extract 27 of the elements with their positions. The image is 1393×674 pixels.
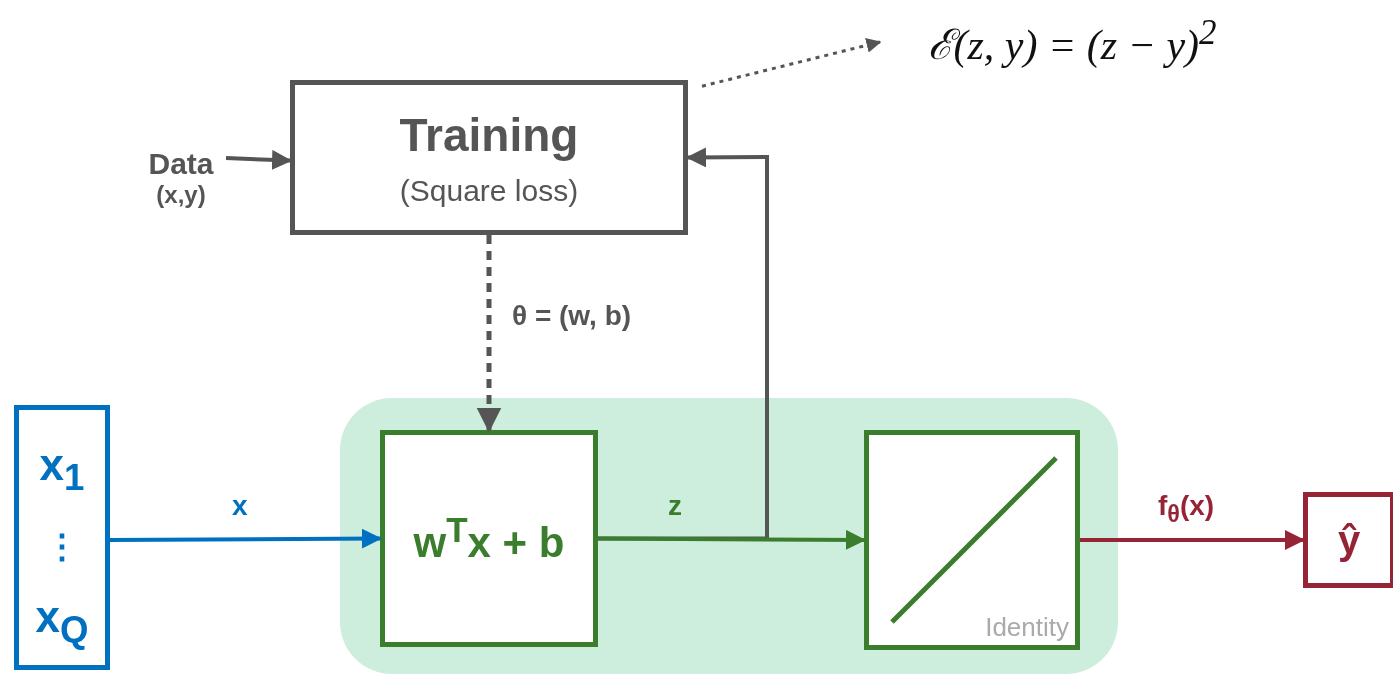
data-label: Data <box>148 147 214 181</box>
process-box <box>290 80 688 235</box>
edge-label: x <box>232 490 248 522</box>
output-box <box>1303 492 1393 588</box>
box-title: Training <box>399 107 579 162</box>
edge-label: f$_{θ}$(x) <box>1158 490 1215 528</box>
input-vector-box <box>14 405 110 670</box>
edge-label: z <box>668 490 682 522</box>
dashed-arrow <box>701 37 882 88</box>
edge-label: θ = (w, b) <box>512 300 632 332</box>
output-label: ŷ <box>1337 517 1361 563</box>
function-label: Identity <box>985 612 1069 643</box>
data-label: (x,y) <box>156 181 206 209</box>
arrow <box>110 528 382 549</box>
formula-text: w$^{T}$x + b <box>413 510 565 567</box>
dashed-arrow <box>476 235 502 433</box>
arrow <box>598 529 866 550</box>
arrow <box>1080 530 1305 550</box>
ellipsis-text: ⋮ <box>45 528 79 563</box>
formula-text: ℰ(z, y) = (z − y)$^{2}$ <box>928 13 1217 70</box>
arrow <box>225 149 292 170</box>
box-subtitle: (Square loss) <box>399 173 579 208</box>
linear-function-box <box>380 430 598 647</box>
vector-element: x$_{Q}$ <box>35 592 89 651</box>
model-panel <box>340 398 1118 674</box>
activation-box <box>864 430 1080 650</box>
vector-element: x$_{1}$ <box>39 440 85 499</box>
